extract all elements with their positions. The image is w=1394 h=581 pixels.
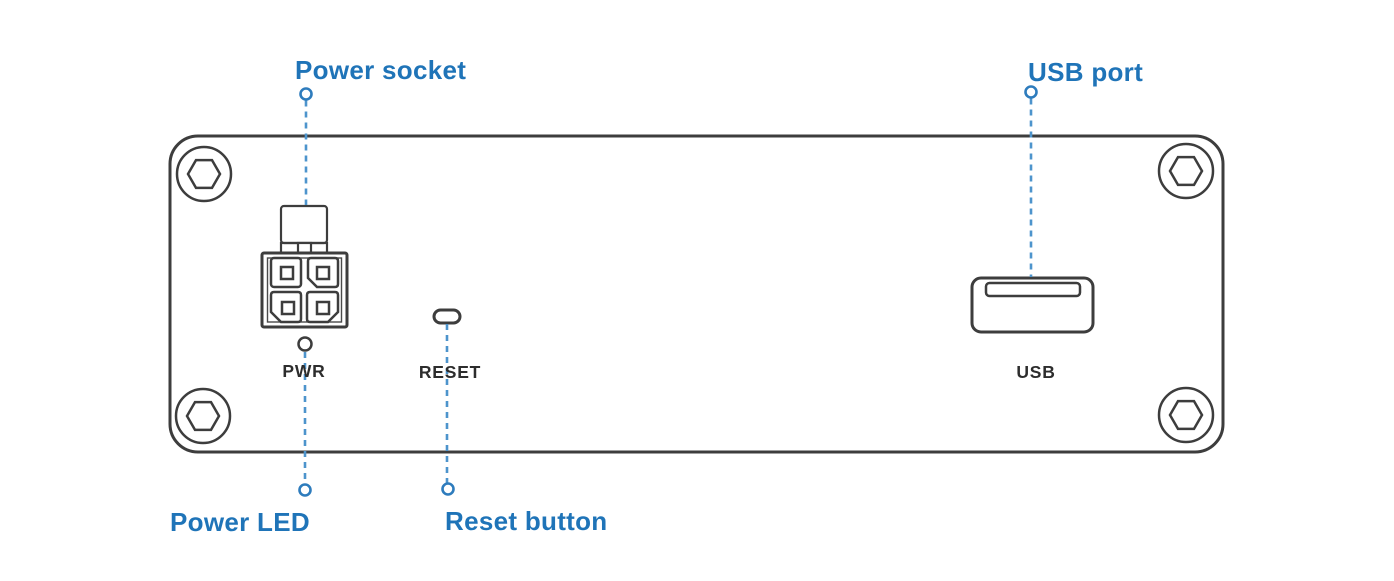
power-socket-pin	[315, 265, 331, 281]
screw-ring	[174, 387, 232, 445]
usb-port-connector	[970, 276, 1095, 334]
leader-endpoint-power-socket	[299, 87, 313, 101]
usb-port-housing	[970, 276, 1095, 334]
hex-screw-top-left-icon	[175, 145, 233, 203]
power-socket-cavity	[306, 256, 340, 289]
power-socket-pin	[279, 265, 295, 281]
usb-port-tongue	[984, 281, 1082, 298]
panel-label-reset: RESET	[419, 362, 481, 382]
screw-hex-socket	[1168, 155, 1204, 187]
device-panel-outline	[168, 134, 1225, 454]
power-socket-latch	[279, 204, 329, 245]
screw-ring	[175, 145, 233, 203]
power-socket-pin	[315, 300, 331, 316]
power-socket-cavity	[269, 256, 303, 289]
power-socket-connector	[260, 204, 349, 329]
callout-reset-button: Reset button	[445, 506, 607, 536]
callout-power-socket: Power socket	[295, 55, 466, 85]
screw-ring	[1157, 142, 1215, 200]
leader-endpoint-reset-button	[441, 482, 455, 496]
screw-hex-socket	[1168, 399, 1204, 431]
power-socket-cavity	[305, 290, 340, 324]
leader-endpoint-usb-port	[1024, 85, 1038, 99]
screw-ring	[1157, 386, 1215, 444]
hex-screw-bottom-right-icon	[1157, 386, 1215, 444]
reset-button	[432, 308, 462, 325]
power-led	[297, 336, 313, 352]
callout-power-led: Power LED	[170, 507, 310, 537]
leader-endpoint-power-led	[298, 483, 312, 497]
hex-screw-top-right-icon	[1157, 142, 1215, 200]
panel-label-pwr: PWR	[282, 361, 325, 381]
screw-hex-socket	[186, 158, 222, 190]
panel-label-usb: USB	[1016, 362, 1055, 382]
screw-hex-socket	[185, 400, 221, 432]
power-socket-inner-frame	[266, 257, 343, 323]
power-socket-cavity	[269, 290, 303, 324]
power-socket-body	[260, 251, 349, 329]
callout-usb-port: USB port	[1028, 57, 1143, 87]
power-socket-pin	[280, 300, 296, 316]
hex-screw-bottom-left-icon	[174, 387, 232, 445]
